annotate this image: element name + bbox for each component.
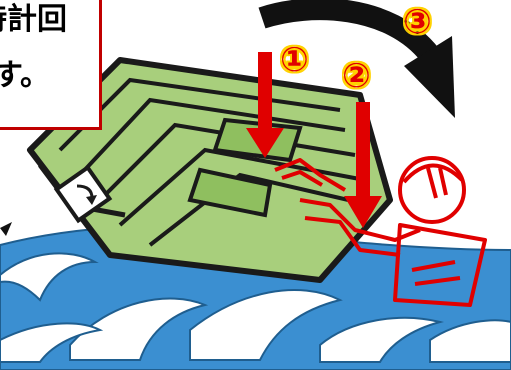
rotation-arrow-icon [258, 0, 455, 118]
step-2-label: ② [342, 56, 371, 96]
waves [0, 252, 511, 363]
step1-arrow-icon [246, 52, 284, 158]
instruction-callout: 時計回 す。 [0, 0, 102, 130]
rescuer-icon [274, 156, 487, 307]
callout-line-1: 時計回 [0, 2, 67, 37]
step-1-label: ① [280, 40, 309, 80]
step2-arrow-icon [344, 102, 382, 228]
left-edge-arrow-icon [0, 222, 12, 236]
step-3-label: ③ [403, 2, 432, 42]
rotate-sign-icon [53, 164, 113, 224]
callout-line-2: す。 [0, 58, 50, 93]
